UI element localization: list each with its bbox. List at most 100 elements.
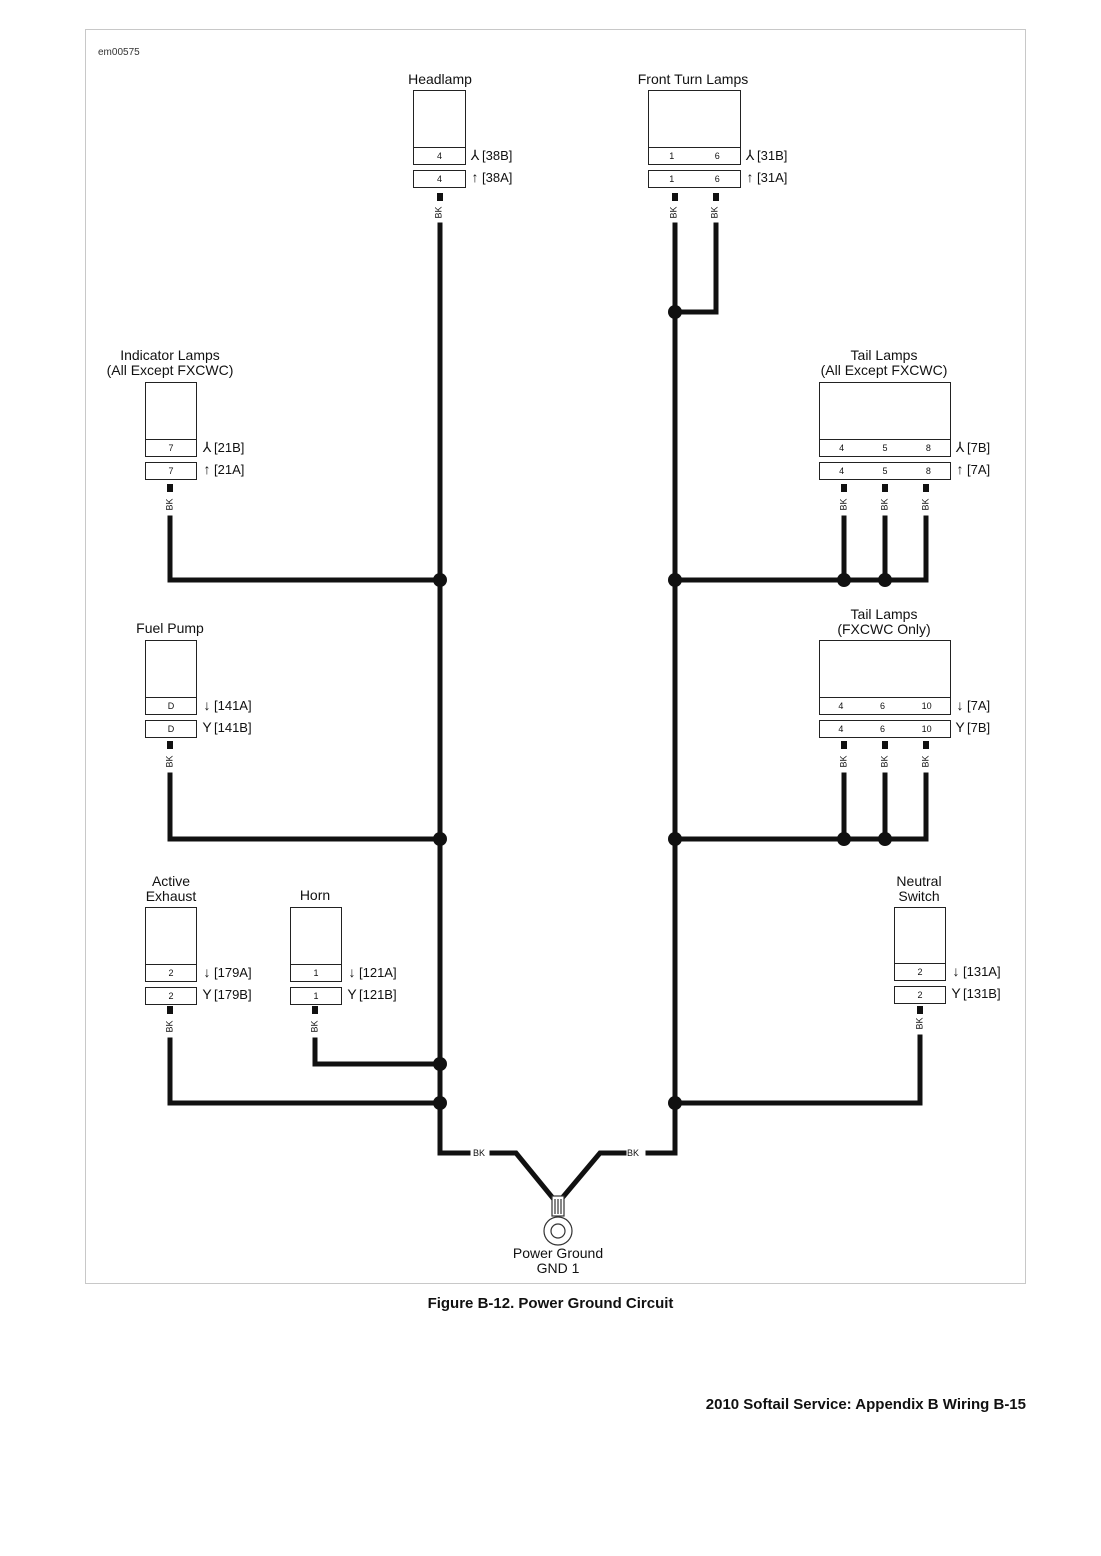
tail-all-ref-b: ⅄[7B] — [953, 439, 990, 456]
pin-label: D — [167, 700, 175, 711]
tail-all-connector-a: 4 5 8 — [819, 462, 951, 480]
active-exhaust-body — [145, 907, 197, 965]
pin-label: 10 — [921, 723, 932, 734]
pin-label: 8 — [925, 465, 931, 476]
wire-color-label: BK — [914, 1017, 925, 1030]
pin-label: 5 — [882, 465, 888, 476]
ground-wire-color-left: BK — [473, 1148, 486, 1158]
wire-color-label: BK — [879, 755, 890, 768]
headlamp-body — [413, 90, 466, 148]
horn-ref-1: ↓[121A] — [345, 964, 397, 981]
pin-label: 1 — [313, 967, 319, 978]
pin-label: D — [167, 723, 175, 734]
tail-fxcwc-ref-2: Y[7B] — [953, 720, 990, 736]
indicator-connector-a: 7 — [145, 462, 197, 480]
pin-label: 1 — [313, 990, 319, 1001]
pin-label: 5 — [882, 442, 888, 453]
headlamp-ref-b: ⅄[38B] — [468, 147, 513, 164]
junction-dots — [433, 305, 892, 1110]
ground-y-left — [489, 1150, 556, 1201]
tail-fxcwc-connector-2: 4 6 10 — [819, 720, 951, 738]
wire-color-label: BK — [309, 1020, 320, 1033]
wire-color-label: BK — [164, 755, 175, 768]
horn-title: Horn — [299, 887, 331, 903]
pin-label: 2 — [917, 989, 923, 1000]
fuel-pump-ref-2: Y[141B] — [200, 719, 251, 736]
fuel-pump-connector-2: D — [145, 720, 197, 738]
headlamp-title: Headlamp — [408, 71, 472, 87]
wire-color-label: BK — [433, 206, 444, 219]
pin-label: 1 — [669, 173, 675, 184]
socket-icon: Y — [202, 986, 212, 1002]
neutral-wire — [672, 1034, 923, 1106]
pin-label: 6 — [714, 173, 720, 184]
wire-color-label: BK — [838, 755, 849, 768]
tail-all-body — [819, 382, 951, 440]
wires — [167, 222, 929, 1201]
active-exhaust-wire — [167, 1037, 443, 1106]
horn-ref-2: Y[121B] — [345, 986, 396, 1003]
tail-fxcwc-ref-1: ↓[7A] — [953, 697, 991, 714]
down-arrow-icon: ↓ — [203, 697, 211, 713]
page-footer: 2010 Softail Service: Appendix B Wiring … — [705, 1396, 1026, 1413]
wire-color-label: BK — [920, 755, 931, 768]
female-connector-icon: ⅄ — [470, 147, 480, 163]
indicator-ref-b: ⅄[21B] — [200, 440, 245, 456]
wire-color-label: BK — [164, 1020, 175, 1033]
wire-color-label: BK — [920, 498, 931, 511]
neutral-ref-2: Y[131B] — [949, 986, 1000, 1002]
ground-terminal-icon — [543, 1195, 573, 1246]
fuel-pump-title: Fuel Pump — [136, 620, 204, 636]
female-connector-icon: ⅄ — [955, 439, 965, 455]
front-turn-title: Front Turn Lamps — [637, 71, 749, 87]
tail-all-connector-b: 4 5 8 — [819, 439, 951, 457]
headlamp-ref-a: ↑[38A] — [468, 170, 513, 186]
active-exhaust-ref-2: Y[179B] — [200, 986, 251, 1003]
pin-label: 4 — [839, 465, 845, 476]
pin-label: 4 — [839, 442, 845, 453]
front-turn-connector-b: 1 6 — [648, 147, 741, 165]
pin-label: 2 — [917, 966, 923, 977]
male-connector-icon: ↑ — [203, 461, 211, 477]
horn-connector-2: 1 — [290, 987, 342, 1005]
figure-caption: Figure B-12. Power Ground Circuit — [427, 1295, 674, 1312]
pin-label: 10 — [921, 700, 932, 711]
pin-label: 6 — [879, 700, 885, 711]
diagram-frame — [85, 29, 1026, 1284]
neutral-connector-1: 2 — [894, 963, 946, 981]
pin-label: 2 — [168, 967, 174, 978]
indicator-connector-b: 7 — [145, 439, 197, 457]
fuel-pump-body — [145, 640, 197, 698]
front-turn-body — [648, 90, 741, 148]
male-connector-icon: ↑ — [956, 461, 964, 477]
fuel-pump-ref-1: ↓[141A] — [200, 697, 252, 714]
tail-all-wire — [672, 515, 929, 583]
diagram-ref-id: em00575 — [98, 47, 140, 58]
pin-label: 4 — [838, 723, 844, 734]
pin-label: 7 — [168, 465, 174, 476]
down-arrow-icon: ↓ — [348, 964, 356, 980]
headlamp-connector-a: 4 — [413, 170, 466, 188]
wire-color-label: BK — [879, 498, 890, 511]
front-turn-pin6-wire — [672, 222, 719, 315]
tail-fxcwc-wire — [672, 772, 929, 842]
wire-color-label: BK — [164, 498, 175, 511]
down-arrow-icon: ↓ — [952, 963, 960, 979]
socket-icon: Y — [202, 719, 212, 735]
socket-icon: Y — [347, 986, 357, 1002]
active-exhaust-connector-2: 2 — [145, 987, 197, 1005]
indicator-ref-a: ↑[21A] — [200, 461, 245, 478]
tail-fxcwc-connector-1: 4 6 10 — [819, 697, 951, 715]
down-arrow-icon: ↓ — [956, 697, 964, 713]
pin-label: 6 — [714, 150, 720, 161]
indicator-title: Indicator Lamps(All Except FXCWC) — [106, 347, 234, 378]
neutral-connector-2: 2 — [894, 986, 946, 1004]
male-connector-icon: ↑ — [746, 169, 754, 185]
pin-label: 7 — [168, 442, 174, 453]
pin-label: 2 — [168, 990, 174, 1001]
pin-label: 6 — [879, 723, 885, 734]
wire-color-label: BK — [838, 498, 849, 511]
